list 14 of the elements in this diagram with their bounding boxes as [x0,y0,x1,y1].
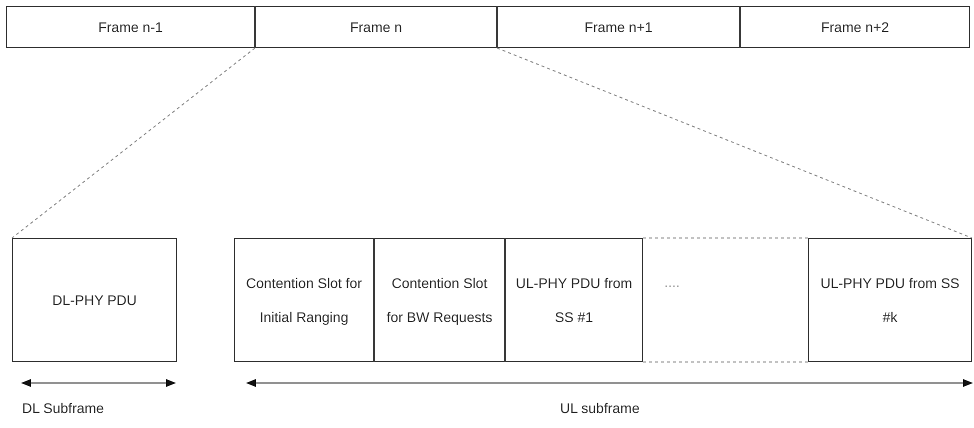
subframe-box: Contention Slot for Initial Ranging [234,238,374,362]
frame-box: Frame n [255,6,497,48]
ellipsis: .... [663,273,681,292]
subframe-box: UL-PHY PDU from SS #k [808,238,972,362]
frame-box: Frame n+1 [497,6,740,48]
connector-line [12,48,256,238]
connector-line [496,48,972,238]
frame-box: Frame n-1 [6,6,255,48]
frame-box: Frame n+2 [740,6,970,48]
subframe-box: Contention Slot for BW Requests [374,238,505,362]
dimension-label: DL Subframe [22,399,104,418]
subframe-box: DL-PHY PDU [12,238,177,362]
dimension-label: UL subframe [560,399,640,418]
subframe-box: UL-PHY PDU from SS #1 [505,238,643,362]
